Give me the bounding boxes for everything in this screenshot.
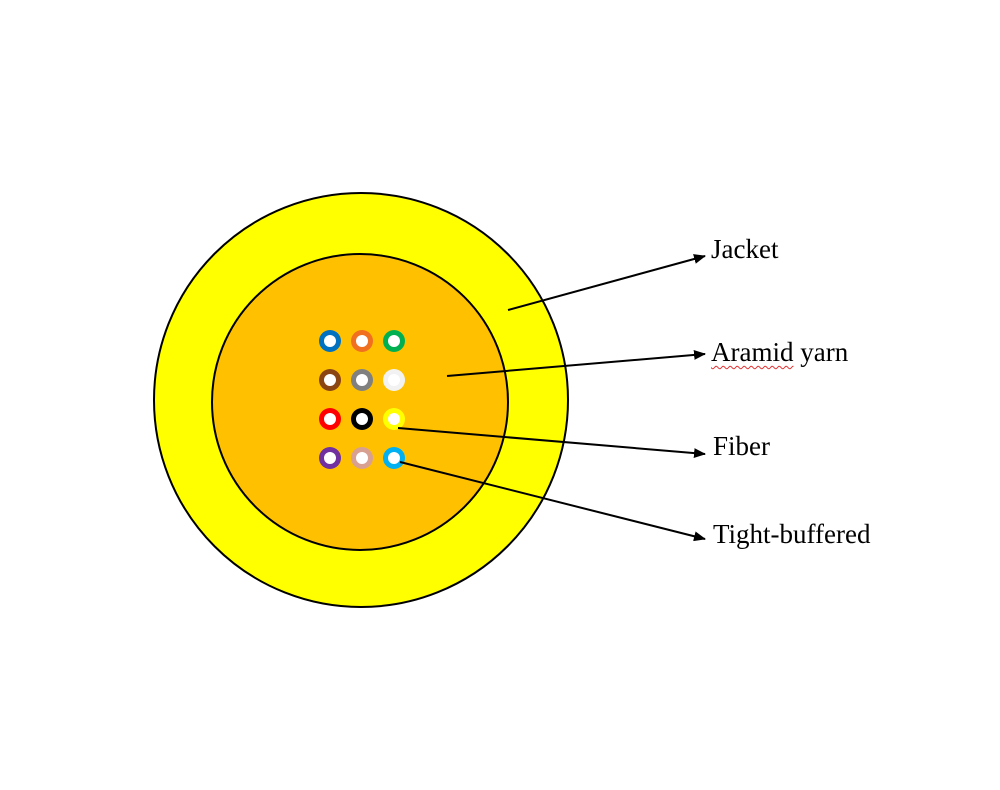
fiber-core [324, 413, 336, 425]
aramid-yarn-layer [211, 253, 509, 551]
fiber-core [388, 374, 400, 386]
fiber-leader-arrow [397, 427, 706, 459]
fiber-core [356, 452, 368, 464]
fiber-core [356, 374, 368, 386]
tight-buffered-label: Tight-buffered [713, 519, 871, 549]
fiber-core [388, 452, 400, 464]
aramid-yarn-label: Aramid yarn [711, 339, 848, 366]
fiber-core [324, 452, 336, 464]
aramid-yarn-label-word1: Aramid [711, 337, 794, 367]
fiber-core [324, 335, 336, 347]
fiber-core [388, 335, 400, 347]
fiber-label: Fiber [713, 431, 770, 461]
aramid-yarn-label-word2: yarn [800, 337, 849, 367]
fiber-core [388, 413, 400, 425]
fiber-core [356, 413, 368, 425]
fiber-bundle [319, 330, 405, 469]
tight-buffered-leader-arrow [399, 461, 706, 542]
aramid-yarn-leader-arrow [446, 349, 706, 377]
jacket-leader-arrow [507, 254, 706, 311]
fiber-core [356, 335, 368, 347]
jacket-label: Jacket [711, 234, 779, 264]
fiber-core [324, 374, 336, 386]
